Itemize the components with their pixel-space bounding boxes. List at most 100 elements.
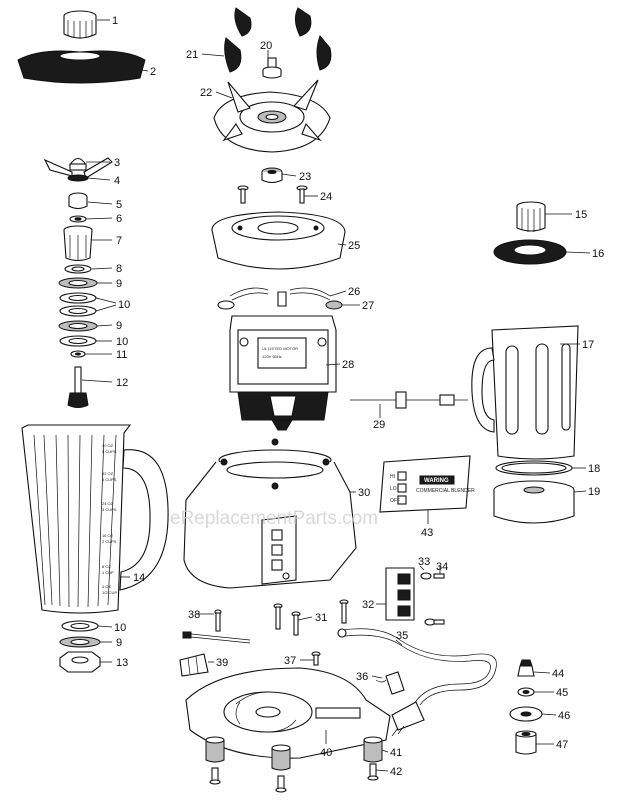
part-26-clips [229, 287, 331, 307]
part-24-screws [237, 185, 308, 204]
part-15-cap [516, 201, 546, 232]
part-9-gasket-bottom [59, 636, 101, 648]
label-part-26: 26 [348, 286, 360, 298]
part-45-washer [517, 687, 535, 697]
label-part-34: 34 [436, 561, 448, 573]
part-16-lid [493, 239, 567, 265]
label-part-14: 14 [133, 572, 145, 584]
label-part-28: 28 [342, 359, 354, 371]
label-part-23: 23 [299, 171, 311, 183]
label-part-19: 19 [588, 486, 600, 498]
panel-button-lo: LO [390, 486, 397, 492]
part-35-power-cord [337, 628, 497, 737]
marking-half-cup: 1/2 CUP [102, 590, 117, 595]
label-part-29: 29 [373, 419, 385, 431]
leader-lines [81, 19, 591, 772]
part-10-washer-bottom [61, 620, 99, 632]
part-10-washers [59, 292, 97, 317]
marking-2cups: 2 CUPS [102, 539, 117, 544]
label-part-18: 18 [588, 463, 600, 475]
label-part-16: 16 [592, 248, 604, 260]
part-9-gasket [58, 277, 98, 289]
label-part-11: 11 [116, 349, 127, 361]
part-39-cord-bushing [179, 653, 209, 677]
label-part-22: 22 [200, 87, 212, 99]
label-part-8: 8 [116, 263, 122, 275]
part-41-feet [205, 736, 383, 771]
label-part-41: 41 [390, 747, 402, 759]
part-44-stud [517, 659, 535, 677]
part-42-screws [209, 763, 379, 793]
panel-brand: WARING [424, 478, 449, 484]
label-part-13: 13 [116, 657, 128, 669]
part-13-retainer-nut [59, 651, 101, 673]
label-part-10-bottom: 10 [114, 622, 126, 634]
label-part-7: 7 [116, 235, 122, 247]
marking-5cups: 5 CUPS [102, 449, 117, 454]
svg-text:120V 60Hz: 120V 60Hz [262, 354, 282, 359]
part-18-gasket [495, 460, 573, 476]
part-43-control-panel-label: HI LO OFF WARING COMMERCIAL BLENDER [379, 455, 475, 513]
part-37-screw [311, 651, 321, 666]
part-28-motor: UL LISTED MOTOR 120V 60Hz [229, 315, 337, 431]
part-2-lid [17, 50, 146, 84]
label-part-24: 24 [320, 191, 332, 203]
part-38-cable-tie [182, 609, 251, 644]
part-32-switch [385, 567, 415, 621]
part-29-thermal-probe [350, 391, 468, 409]
label-part-15: 15 [575, 209, 587, 221]
part-36-strain-relief [375, 671, 405, 695]
part-6-washer [69, 215, 87, 223]
part-33-screw [420, 572, 436, 626]
part-23-bushing [261, 167, 283, 184]
part-number-labels: 1 2 3 4 5 6 7 8 9 10 9 10 11 12 14 10 9 … [112, 15, 604, 778]
part-9-gasket-second [58, 320, 98, 332]
panel-model: COMMERCIAL BLENDER [416, 488, 475, 494]
label-part-39: 39 [216, 657, 228, 669]
part-4-blades [43, 157, 113, 182]
label-part-47: 47 [556, 739, 568, 751]
label-part-9-second: 9 [116, 320, 122, 332]
marking-1cup: 1 CUP [102, 570, 114, 575]
panel-button-hi: HI [390, 474, 395, 480]
part-11-nut [70, 350, 86, 358]
label-part-3: 3 [114, 157, 120, 169]
label-part-20: 20 [260, 40, 272, 52]
panel-button-off: OFF [390, 498, 400, 504]
part-20-drive-coupling [262, 57, 282, 79]
part-47-coupler [515, 730, 537, 755]
part-40-bottom-plate [185, 667, 391, 759]
part-30-base [183, 438, 357, 589]
part-34-screw [433, 573, 445, 625]
part-8-washer [64, 264, 92, 274]
part-21-rubber-feet [224, 7, 332, 73]
label-part-10-second: 10 [116, 336, 128, 348]
marking-16oz: 16 OZ [102, 533, 114, 538]
label-part-45: 45 [556, 687, 568, 699]
label-part-1: 1 [112, 15, 118, 27]
label-part-4: 4 [114, 175, 120, 187]
label-part-2: 2 [150, 66, 156, 78]
label-part-42: 42 [390, 766, 402, 778]
label-part-32: 32 [362, 599, 374, 611]
label-part-6: 6 [116, 213, 122, 225]
label-part-9: 9 [116, 278, 122, 290]
part-22-pad-holder [213, 79, 331, 153]
label-part-46: 46 [558, 710, 570, 722]
part-3-blade-nut [69, 157, 87, 171]
marking-3cups: 3 CUPS [102, 507, 117, 512]
label-part-9-bottom: 9 [116, 637, 122, 649]
label-part-31: 31 [315, 612, 327, 624]
label-part-37: 37 [284, 655, 296, 667]
label-part-30: 30 [358, 487, 370, 499]
label-part-43: 43 [421, 527, 433, 539]
label-part-5: 5 [116, 199, 122, 211]
label-part-25: 25 [348, 240, 360, 252]
part-46-flange [509, 706, 543, 722]
part-5-spacer [68, 192, 88, 210]
part-25-motor-cover [211, 211, 346, 270]
label-part-36: 36 [356, 671, 368, 683]
marking-8oz: 8 OZ [102, 564, 111, 569]
part-12-drive-shaft [67, 366, 89, 408]
